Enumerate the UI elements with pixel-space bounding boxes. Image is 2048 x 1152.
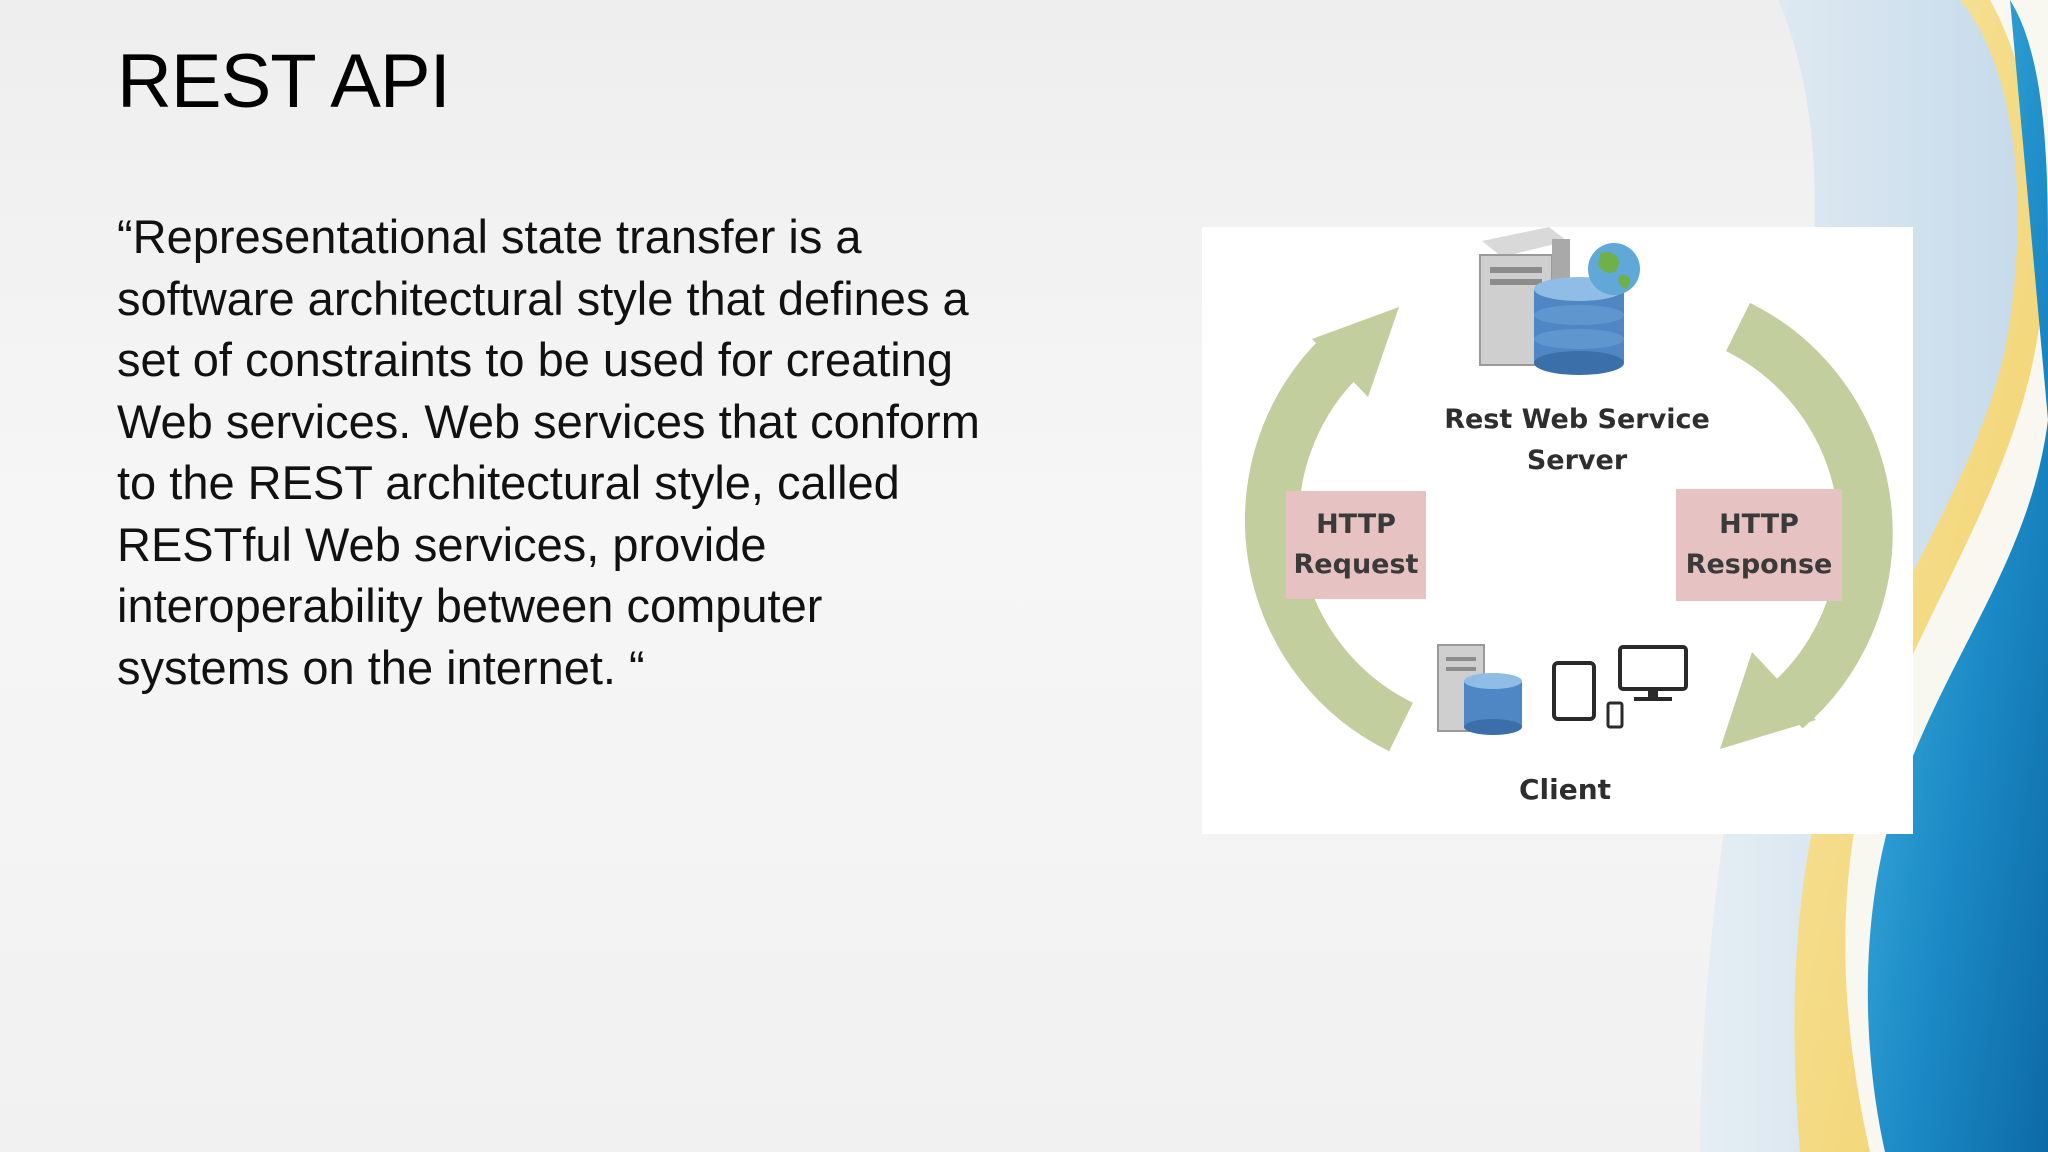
- server-label: Rest Web Service Server: [1412, 399, 1742, 481]
- slide-title: REST API: [117, 39, 451, 124]
- quote-line: software architectural style that define…: [117, 271, 969, 325]
- http-response-line2: Response: [1685, 549, 1833, 580]
- quote-line: “Representational state transfer is a: [117, 210, 862, 263]
- quote-line: RESTful Web services, provide: [117, 517, 767, 571]
- database-icon: [1534, 277, 1624, 375]
- phone-icon: [1606, 701, 1624, 729]
- quote-line: interoperability between computer: [117, 579, 823, 632]
- quote-paragraph: “Representational state transfer is a so…: [117, 206, 1077, 698]
- quote-line: Web services. Web services that conform: [117, 394, 980, 448]
- http-request-line1: HTTP: [1316, 509, 1396, 540]
- quote-line: to the REST architectural style, called: [117, 456, 900, 509]
- client-server-icon: [1437, 644, 1522, 735]
- request-arrow-icon: [1245, 307, 1414, 752]
- server-label-line1: Rest Web Service: [1444, 404, 1710, 435]
- http-request-line2: Request: [1293, 549, 1419, 580]
- server-label-line2: Server: [1526, 445, 1628, 476]
- rest-diagram: Rest Web Service Server HTTP Request HTT…: [1202, 227, 1913, 834]
- client-label: Client: [1518, 773, 1612, 806]
- quote-line: set of constraints to be used for creati…: [117, 333, 954, 386]
- monitor-icon: [1618, 645, 1688, 701]
- http-response-tag: HTTP Response: [1676, 489, 1842, 601]
- response-arrow-icon: [1720, 302, 1893, 749]
- tablet-icon: [1552, 661, 1596, 721]
- http-response-line1: HTTP: [1719, 509, 1799, 540]
- quote-line: systems on the internet. “: [117, 640, 645, 694]
- globe-icon: [1588, 243, 1640, 295]
- http-request-tag: HTTP Request: [1286, 491, 1426, 599]
